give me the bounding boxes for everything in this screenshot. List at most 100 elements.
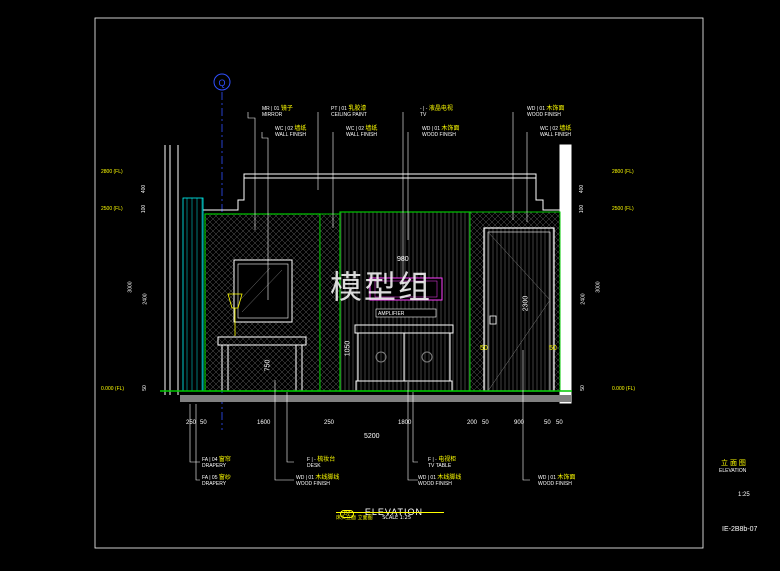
- bottom-dim-3: 250: [324, 420, 335, 426]
- callout-top-7[interactable]: WC | 02 墙纸 WALL FINISH: [540, 126, 572, 138]
- ceiling-profile: [164, 145, 560, 395]
- title-block-en: ELEVATION: [719, 468, 747, 474]
- height-dim-right-1: 100: [579, 204, 586, 214]
- callout-num: -: [435, 457, 437, 463]
- callout-bottom-2[interactable]: F | - 梳妆台 DESK: [307, 457, 336, 469]
- tv-cabinet: [354, 324, 454, 392]
- callout-top-0[interactable]: MR | 01 镜子 MIRROR: [262, 106, 293, 118]
- dim-door-right: 50: [549, 345, 557, 352]
- sheet-border: [94, 17, 704, 549]
- callout-cn: 窗帘: [218, 457, 231, 463]
- callout-bottom-6[interactable]: WD | 01 木饰面 WOOD FINISH: [538, 475, 576, 487]
- drawing-subtitle-cn: 床头立面 立面图: [336, 515, 373, 521]
- sheet-number: IE-2B8b-07: [722, 526, 758, 533]
- callout-code: FA: [202, 457, 208, 463]
- bottom-dim-1: 50: [200, 420, 207, 426]
- callout-bottom-5[interactable]: WD | 01 木线脚线 WOOD FINISH: [418, 475, 462, 487]
- callout-en: DRAPERY: [202, 481, 227, 487]
- callout-top-4[interactable]: - | - 液晶电视 TV: [420, 106, 453, 118]
- callout-code: -: [420, 106, 422, 112]
- callout-cn: 木线脚线: [437, 475, 462, 481]
- callout-code: FA: [202, 475, 208, 481]
- callout-bottom-1[interactable]: FA | 05 窗纱 DRAPERY: [202, 475, 231, 487]
- height-dim-left-2: 3000: [127, 281, 134, 293]
- vanity-lamp: [227, 293, 243, 336]
- axis-marker-label: Q: [218, 78, 225, 88]
- callout-cn: 梳妆台: [317, 457, 336, 463]
- callout-num: 05: [211, 475, 218, 481]
- callout-top-2[interactable]: PT | 01 乳胶漆 CEILING PAINT: [331, 106, 367, 118]
- callout-en: WOOD FINISH: [418, 481, 452, 487]
- callout-code: WC: [275, 126, 284, 132]
- level-tag-right-1: 2500 (FL): [612, 206, 634, 212]
- tv: [369, 277, 443, 301]
- height-dim-right-2: 3000: [595, 281, 602, 293]
- callout-bottom-4[interactable]: F | - 电视柜 TV TABLE: [428, 457, 457, 469]
- callout-num: 02: [358, 126, 364, 132]
- callout-cn: 乳胶漆: [348, 106, 367, 112]
- bottom-dim-7: 900: [514, 420, 525, 426]
- right-wall-section: [559, 144, 572, 404]
- level-tag-right-0: 2800 (FL): [612, 169, 634, 175]
- callout-num: 01: [550, 475, 556, 481]
- bottom-dim-8: 50: [544, 420, 551, 426]
- height-dim-right-0: 400: [579, 184, 586, 194]
- axis-marker: Q: [213, 73, 231, 430]
- height-dim-left-0: 400: [141, 184, 148, 194]
- height-dim-left-1: 100: [141, 204, 148, 214]
- title-block-scale: 1:25: [738, 492, 750, 498]
- total-width-dim: 5200: [364, 433, 380, 440]
- callout-top-5[interactable]: WD | 01 木饰面 WOOD FINISH: [422, 126, 460, 138]
- callout-cn: 电视柜: [438, 457, 457, 463]
- floor-slab: [180, 395, 572, 402]
- watermark: 模型组: [330, 268, 433, 306]
- level-tag-left-0: 2800 (FL): [101, 169, 123, 175]
- callout-num: 01: [539, 106, 545, 112]
- bottom-dim-6: 50: [482, 420, 489, 426]
- callout-en: MIRROR: [262, 112, 283, 118]
- callout-cn: 液晶电视: [428, 106, 453, 112]
- curtain: [182, 197, 204, 392]
- callout-bottom-3[interactable]: WD | 01 木线脚线 WOOD FINISH: [296, 475, 340, 487]
- callout-code: PT: [331, 106, 338, 112]
- callout-top-3[interactable]: WC | 02 墙纸 WALL FINISH: [346, 126, 378, 138]
- callout-en: CEILING PAINT: [331, 112, 367, 118]
- callout-cn: 镜子: [280, 106, 293, 112]
- callout-num: 01: [273, 106, 280, 112]
- amplifier: AMPLIFIER: [375, 308, 437, 318]
- bottom-dim-0: 250: [186, 420, 197, 426]
- dim-lamp-height: 1050: [344, 340, 352, 357]
- callout-cn: 窗纱: [218, 475, 231, 481]
- callout-cn: 木饰面: [441, 126, 460, 132]
- level-tag-left-1: 2500 (FL): [101, 206, 123, 212]
- callout-cn: 木饰面: [557, 475, 576, 481]
- callout-code: WC: [346, 126, 355, 132]
- callout-code: F: [428, 457, 432, 463]
- dim-door-height: 2300: [522, 295, 530, 312]
- callout-code: WD: [296, 475, 305, 481]
- callout-en: TV TABLE: [428, 463, 452, 469]
- callout-en: DRAPERY: [202, 463, 227, 469]
- bottom-dim-9: 50: [556, 420, 563, 426]
- leader-lines-top: [247, 112, 528, 300]
- callout-bottom-0[interactable]: FA | 04 窗帘 DRAPERY: [202, 457, 231, 469]
- dim-table-height: 750: [264, 359, 272, 372]
- drawing-scale: SCALE 1:25: [382, 515, 412, 521]
- dim-tv-width: 980: [397, 256, 409, 263]
- mirror: [233, 259, 293, 323]
- dim-door-left: 50: [480, 345, 488, 352]
- callout-en: WALL FINISH: [540, 132, 572, 138]
- height-dim-right-3: 2400: [580, 293, 587, 305]
- callout-cn: 墙纸: [559, 126, 572, 132]
- callout-top-1[interactable]: WC | 02 墙纸 WALL FINISH: [275, 126, 307, 138]
- callout-code: WD: [418, 475, 427, 481]
- callout-top-6[interactable]: WD | 01 木饰面 WOOD FINISH: [527, 106, 565, 118]
- height-dim-left-3: 2400: [142, 293, 149, 305]
- callout-en: WALL FINISH: [346, 132, 378, 138]
- amplifier-label: AMPLIFIER: [378, 311, 405, 317]
- drawing-subtitle: 床头立面 立面图 SCALE 1:25: [336, 514, 411, 521]
- callout-en: TV: [420, 112, 427, 118]
- callout-code: WD: [538, 475, 547, 481]
- callout-code: WD: [527, 106, 536, 112]
- callout-num: 01: [434, 126, 440, 132]
